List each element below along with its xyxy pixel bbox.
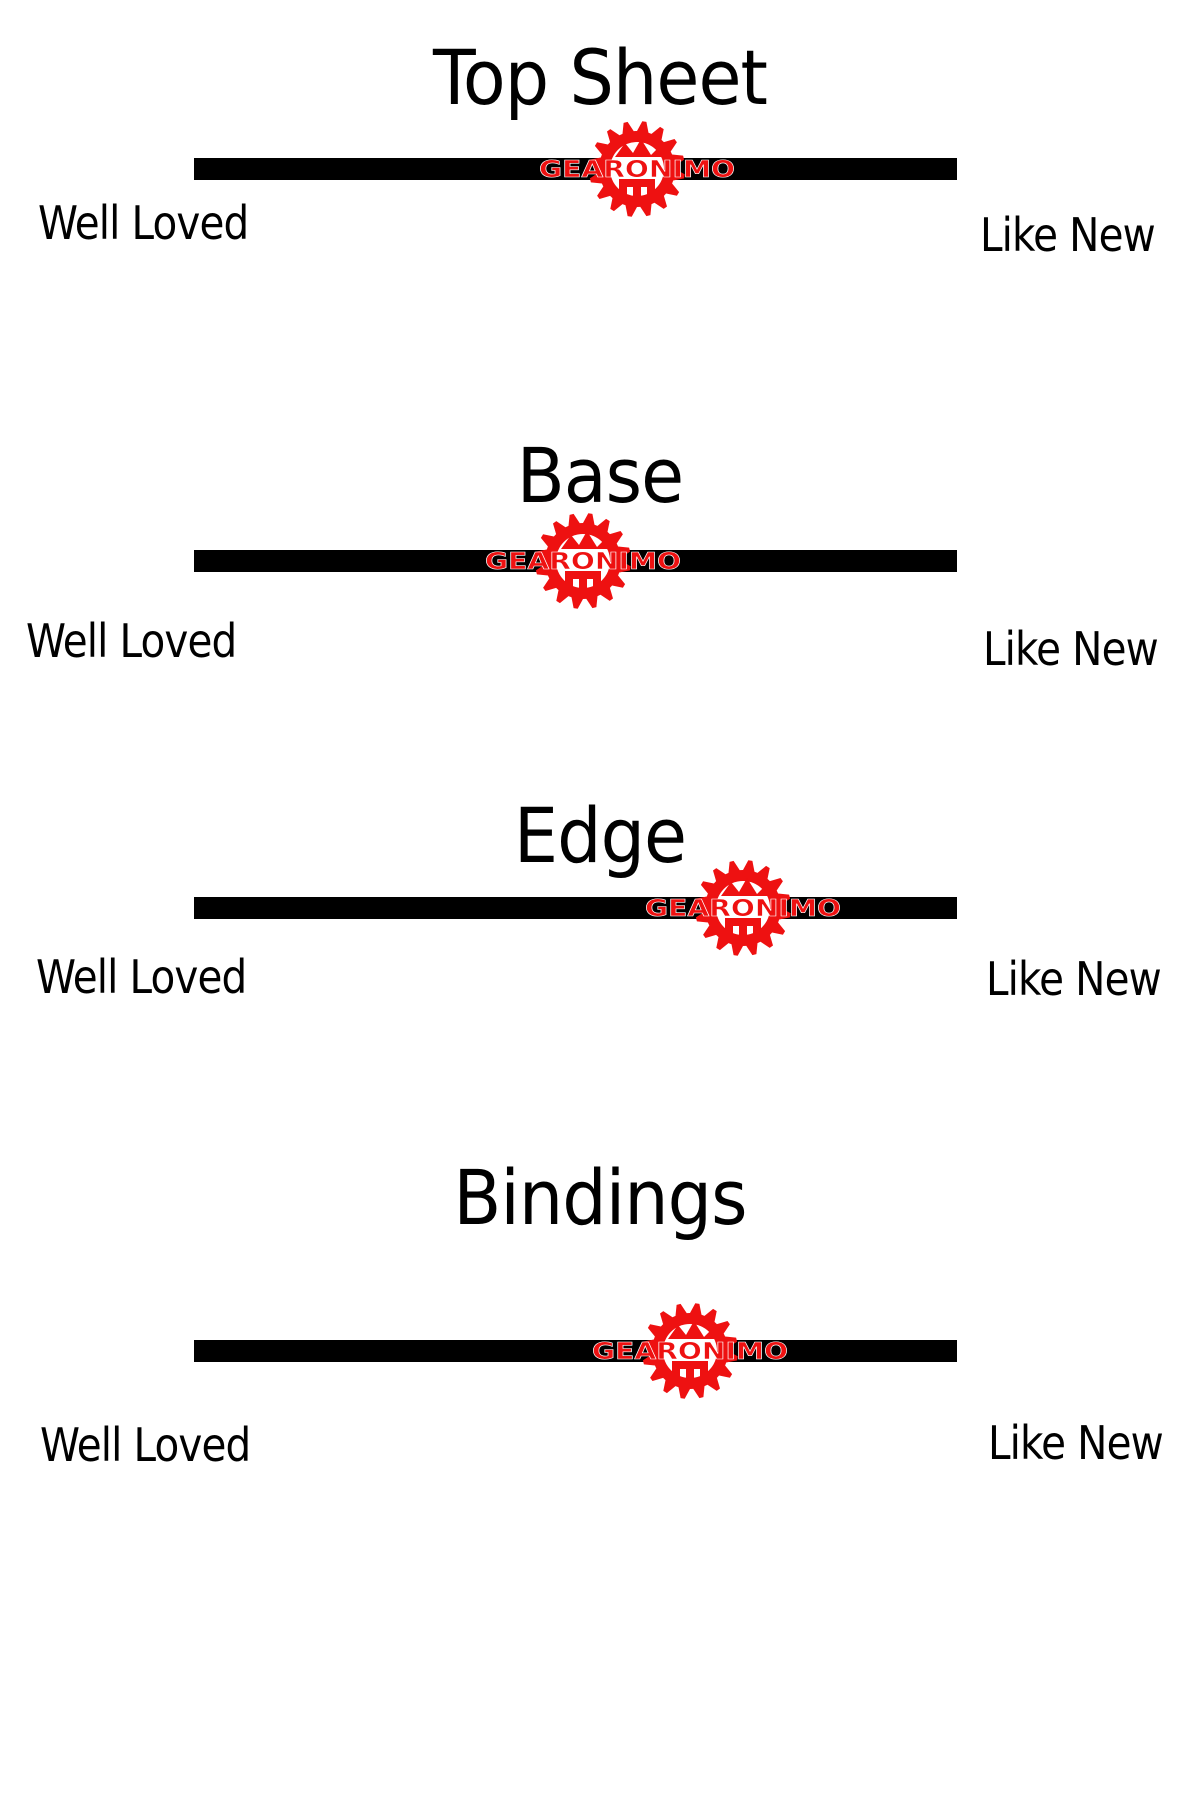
mountain-icon <box>614 139 663 157</box>
gear-mountain-icon: GEARONIMO <box>538 121 735 217</box>
gear-base-shape <box>565 571 602 589</box>
low-end-label: Well Loved <box>36 950 247 1004</box>
gear-mountain-icon: GEARONIMO <box>645 860 842 956</box>
rating-marker: GEARONIMO <box>537 119 737 219</box>
low-end-label: Well Loved <box>38 196 249 250</box>
scale-title: Bindings <box>453 1153 747 1242</box>
scale-top-sheet: Top Sheet GEARONIMO Well Loved Like New <box>0 0 1200 300</box>
brand-marker-text: GEARONIMO <box>645 896 841 922</box>
high-end-label: Like New <box>988 1416 1164 1470</box>
brand-marker-text: GEARONIMO <box>485 549 681 575</box>
low-end-label: Well Loved <box>40 1418 251 1472</box>
rating-track <box>194 158 957 180</box>
rating-marker: GEARONIMO <box>590 1301 790 1401</box>
scale-title: Base <box>516 431 685 520</box>
scale-title: Edge <box>513 791 687 880</box>
high-end-label: Like New <box>980 208 1156 262</box>
gear-base-shape <box>618 179 655 197</box>
scale-edge: Edge GEARONIMO Well Loved Like New <box>0 760 1200 1060</box>
brand-marker-text: GEARONIMO <box>539 157 735 183</box>
low-end-label: Well Loved <box>26 614 237 668</box>
scale-bindings: Bindings GEARONIMO Well Loved Like New <box>0 1130 1200 1469</box>
rating-track <box>194 1340 957 1362</box>
rating-marker: GEARONIMO <box>643 858 843 958</box>
high-end-label: Like New <box>986 952 1162 1006</box>
scale-title: Top Sheet <box>432 33 768 122</box>
gear-mountain-icon: GEARONIMO <box>485 513 681 609</box>
scale-base: Base GEARONIMO Well Loved Like New <box>0 400 1200 700</box>
brand-marker-text: GEARONIMO <box>592 1339 788 1365</box>
mountain-icon <box>561 531 610 549</box>
rating-marker: GEARONIMO <box>483 511 683 611</box>
gear-base-shape <box>671 1361 708 1379</box>
high-end-label: Like New <box>983 622 1159 676</box>
mountain-icon <box>721 878 770 896</box>
gear-mountain-icon: GEARONIMO <box>592 1303 788 1399</box>
mountain-icon <box>667 1321 716 1339</box>
gear-base-shape <box>725 918 762 936</box>
